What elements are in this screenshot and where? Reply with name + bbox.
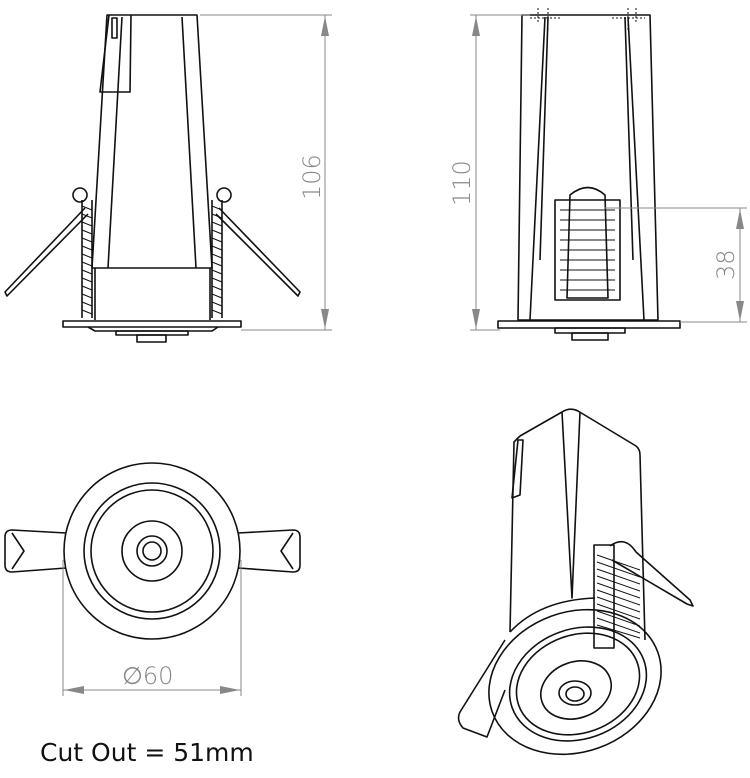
height-110-label: 110: [448, 160, 476, 206]
height-106-label: 106: [298, 154, 326, 200]
height-38-label: 38: [712, 249, 740, 280]
front-view: [4, 14, 332, 343]
front-left-thread: [81, 200, 93, 318]
isometric-view: [457, 408, 694, 756]
cutout-label: Cut Out = 51mm: [40, 738, 254, 767]
front-right-thread: [211, 200, 223, 318]
bottom-view: [4, 462, 301, 696]
diameter-label: ∅60: [122, 662, 173, 690]
side-view: [470, 8, 747, 341]
